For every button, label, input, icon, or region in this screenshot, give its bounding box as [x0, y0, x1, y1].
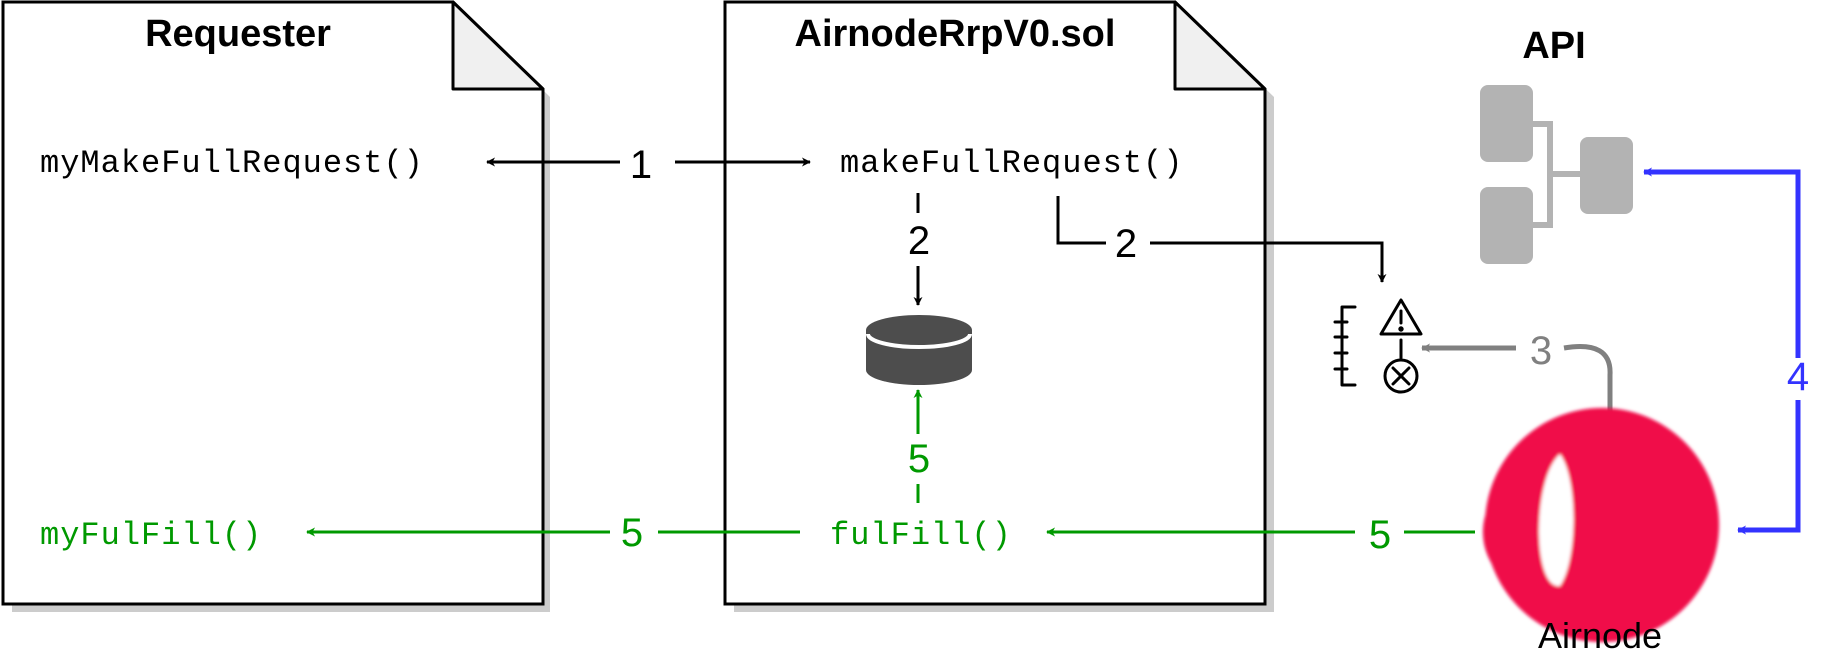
api-title: API [1522, 25, 1585, 67]
airnode-logo [1483, 408, 1719, 642]
contract-document [723, 0, 1274, 612]
database-icon [866, 315, 972, 385]
step-3-label: 3 [1530, 329, 1552, 373]
requester-request-function: myMakeFullRequest() [40, 145, 424, 182]
step-4-label: 4 [1787, 355, 1809, 399]
requester-document [1, 0, 550, 612]
arrow-step-2-event-start [1056, 196, 1106, 245]
step-4-label-background [1785, 358, 1811, 400]
step-1-label: 1 [630, 143, 652, 187]
requester-fulfill-function: myFulFill() [40, 517, 262, 554]
step-5-storage-label: 5 [908, 437, 930, 481]
step-2-storage-label: 2 [908, 219, 930, 263]
arrow-step-2-event [1150, 241, 1387, 283]
step-2-event-label: 2 [1115, 222, 1137, 266]
airnode-title: Airnode [1538, 615, 1662, 656]
arrow-step-4-to-airnode [1737, 397, 1801, 535]
step-5-requester-label: 5 [621, 511, 643, 555]
api-tree-icon [1480, 85, 1633, 264]
contract-request-function: makeFullRequest() [840, 145, 1183, 182]
requester-title: Requester [145, 13, 331, 55]
step-5-airnode-label: 5 [1369, 513, 1391, 557]
contract-title: AirnodeRrpV0.sol [795, 13, 1116, 55]
contract-fulfill-function: fulFill() [830, 517, 1012, 554]
event-log-warning-icon [1333, 298, 1423, 394]
arrow-step-4-to-api [1643, 167, 1801, 358]
arrow-step-3-to-airnode [1563, 344, 1615, 421]
